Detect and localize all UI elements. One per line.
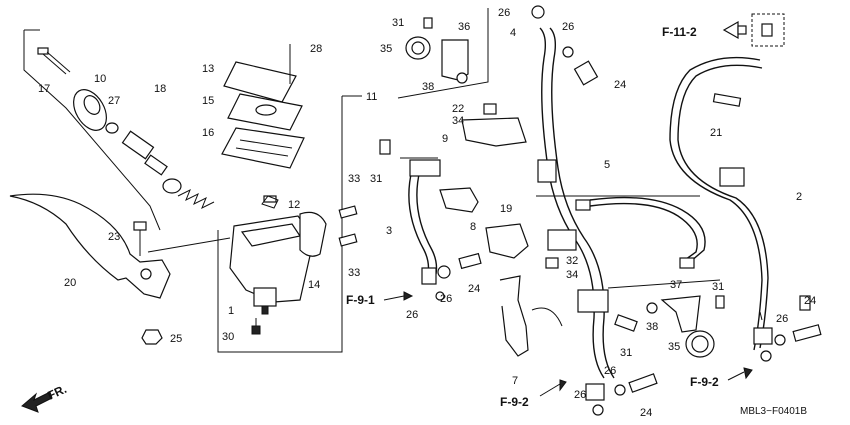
direction-arrow — [21, 391, 53, 413]
callout-28: 28 — [310, 43, 322, 55]
callout-38-top: 38 — [422, 81, 434, 93]
hose-brackets — [439, 103, 529, 259]
callout-7: 7 — [512, 375, 518, 387]
top-fittings — [562, 46, 599, 86]
reference-inset-box — [722, 13, 785, 47]
grommet-group-frame — [397, 8, 489, 99]
callout-33-bottom: 33 — [348, 267, 360, 279]
callout-26-bottom-a: 26 — [574, 389, 586, 401]
callout-5: 5 — [604, 159, 610, 171]
brake-hose-left — [379, 139, 445, 301]
piston-assembly — [73, 89, 215, 210]
callout-31-left: 31 — [370, 173, 382, 185]
callout-31-top: 31 — [392, 17, 404, 29]
callout-34-bottom: 34 — [566, 269, 578, 281]
center-bolts — [437, 252, 559, 279]
callout-8: 8 — [470, 221, 476, 233]
callout-36: 36 — [458, 21, 470, 33]
callout-32: 32 — [566, 255, 578, 267]
brake-hose-center — [531, 5, 700, 416]
callout-35-top: 35 — [380, 43, 392, 55]
callout-11: 11 — [366, 91, 377, 103]
callout-17: 17 — [38, 83, 50, 95]
callout-26-top: 26 — [498, 7, 510, 19]
callout-26-center: 26 — [440, 293, 452, 305]
callout-19: 19 — [500, 203, 512, 215]
callout-3: 3 — [386, 225, 392, 237]
callout-10: 10 — [94, 73, 106, 85]
callout-25: 25 — [170, 333, 182, 345]
callout-16: 16 — [202, 127, 214, 139]
callout-31-right: 31 — [712, 281, 724, 293]
callout-26-top-right: 26 — [562, 21, 574, 33]
reference-label-f9-1: F-9-1 — [346, 293, 375, 307]
callout-23: 23 — [108, 231, 120, 243]
direction-label: FR. — [45, 382, 68, 403]
callout-27: 27 — [108, 95, 120, 107]
brake-pipe — [575, 196, 706, 269]
cylinder-small-bolts — [251, 305, 269, 335]
reference-label-f9-2-right: F-9-2 — [690, 375, 719, 389]
callout-30: 30 — [222, 331, 234, 343]
bottom-right-bolts — [774, 295, 822, 346]
callout-22: 22 — [452, 103, 464, 115]
callout-4: 4 — [510, 27, 516, 39]
callout-37: 37 — [670, 279, 682, 291]
callout-26-left: 26 — [406, 309, 418, 321]
callout-26-right: 26 — [776, 313, 788, 325]
callout-9: 9 — [442, 133, 448, 145]
bottom-center-bolts — [614, 314, 658, 396]
diagram-code: MBL3−F0401B — [740, 406, 807, 417]
long-bracket — [499, 275, 563, 357]
callout-1: 1 — [228, 305, 234, 317]
callout-14: 14 — [308, 279, 320, 291]
callout-31-bottom: 31 — [620, 347, 632, 359]
master-cylinder-group-frame — [23, 29, 362, 353]
bolt-part — [37, 47, 71, 75]
nut-part — [141, 329, 163, 345]
right-grommet-group — [607, 279, 725, 358]
brake-lever — [9, 193, 171, 299]
hose-clip — [261, 195, 279, 209]
mount-bolt-pair — [338, 205, 358, 247]
callout-35-right: 35 — [668, 341, 680, 353]
callout-24-right: 24 — [804, 295, 816, 307]
callout-20: 20 — [64, 277, 76, 289]
reservoir-cap-stack — [221, 44, 305, 169]
brake-hose-right — [669, 56, 773, 362]
callout-24-bottom: 24 — [640, 407, 652, 419]
callout-38-right: 38 — [646, 321, 658, 333]
callout-21: 21 — [710, 127, 722, 139]
callout-24-center: 24 — [468, 283, 480, 295]
reference-arrows — [383, 291, 753, 397]
callout-13: 13 — [202, 63, 214, 75]
lever-leader-line — [147, 237, 231, 253]
callout-15: 15 — [202, 95, 214, 107]
right-bolt — [712, 93, 742, 107]
callout-labels: 1 2 3 4 5 7 8 9 10 11 12 13 14 15 16 17 … — [38, 7, 816, 419]
pivot-bolt — [133, 221, 147, 256]
callout-18: 18 — [154, 83, 166, 95]
callout-2: 2 — [796, 191, 802, 203]
reference-label-f11-2: F-11-2 — [662, 25, 697, 39]
master-cylinder-body — [229, 195, 327, 307]
callout-12: 12 — [288, 199, 300, 211]
callout-24-top: 24 — [614, 79, 626, 91]
reference-label-f9-2-bottom: F-9-2 — [500, 395, 529, 409]
callout-26-bottom-b: 26 — [604, 365, 616, 377]
callout-34-top: 34 — [452, 115, 464, 127]
callout-33-top: 33 — [348, 173, 360, 185]
